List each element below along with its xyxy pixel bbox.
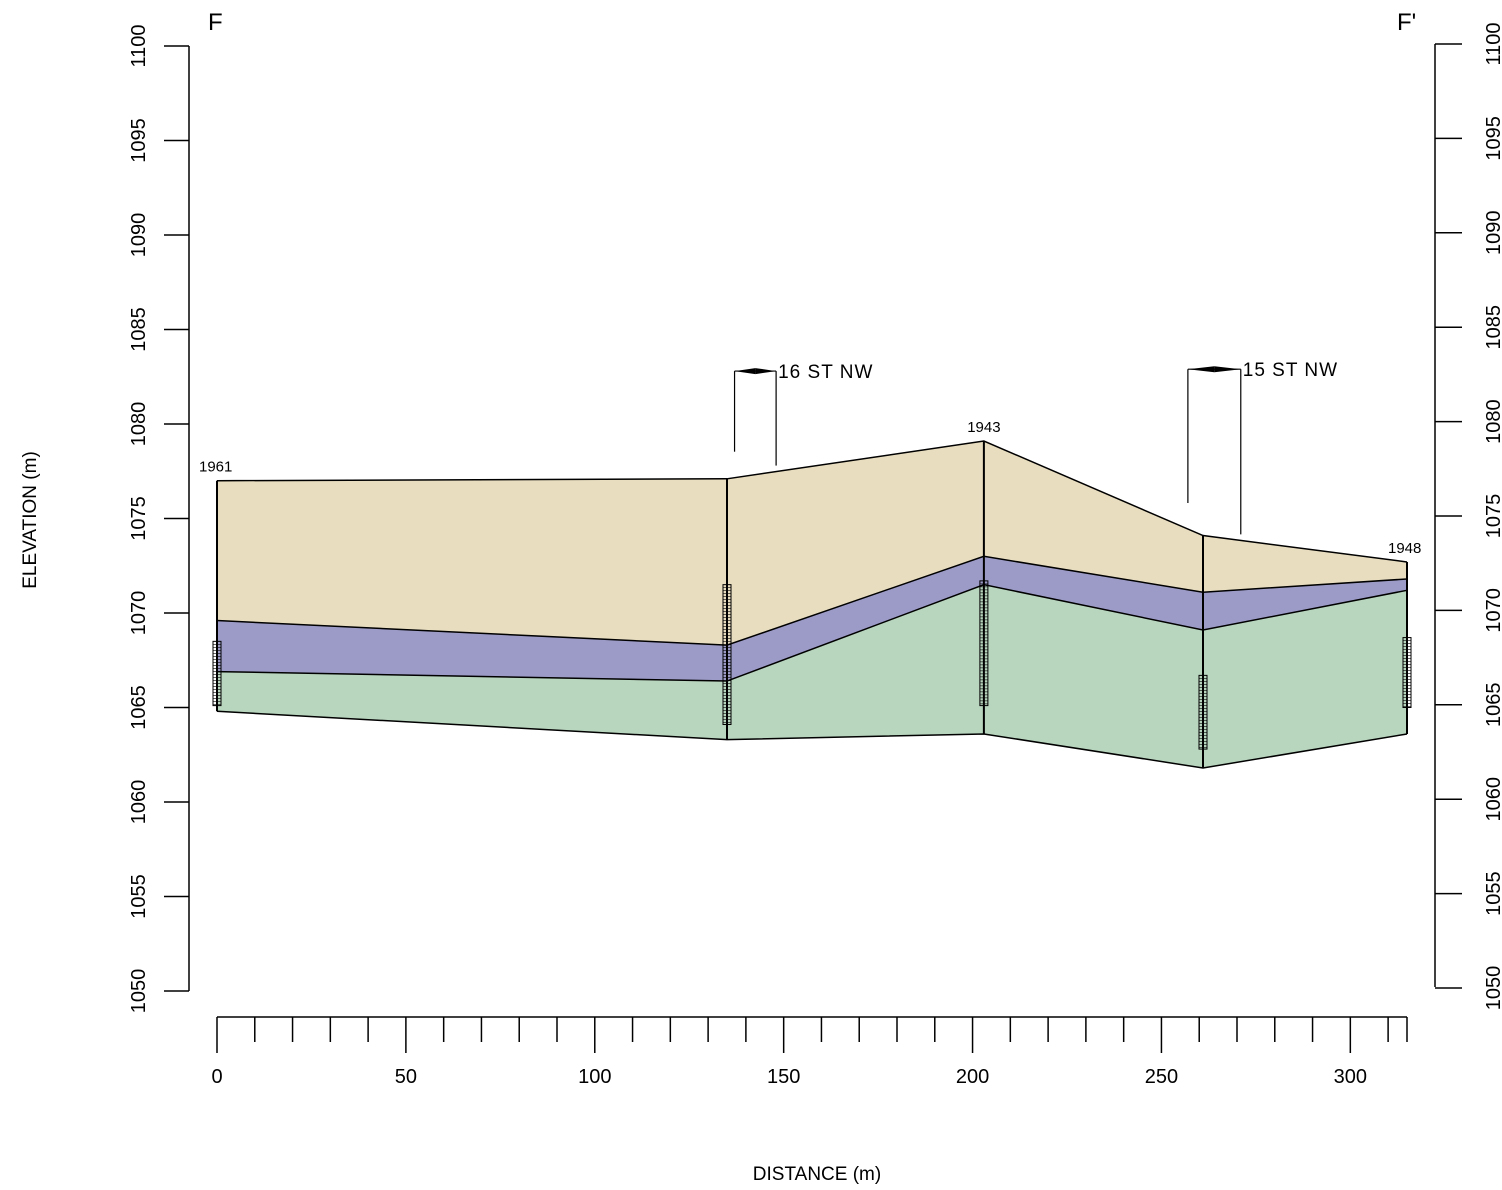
right-axis-tick-label: 1080 xyxy=(1483,399,1502,444)
x-axis-tick-label: 100 xyxy=(578,1066,611,1088)
well-id-label: 1943 xyxy=(967,419,1000,436)
street-label: 16 ST NW xyxy=(778,362,873,383)
x-axis-tick-label: 0 xyxy=(211,1066,222,1088)
x-axis-tick-label: 200 xyxy=(956,1066,989,1088)
x-axis-tick-label: 50 xyxy=(395,1066,417,1088)
left-elevation-axis: 1050 1055 1060 1065 1070 1075 1080 1085 1090 1095… xyxy=(128,24,190,1014)
arrow-head-left-icon xyxy=(734,368,756,375)
arrow-head-right-icon xyxy=(1214,366,1241,373)
well-screen xyxy=(1198,674,1208,750)
left-axis-tick-label: 1085 xyxy=(128,307,150,352)
right-axis-tick-label: 1060 xyxy=(1483,777,1502,822)
left-axis-tick-label: 1100 xyxy=(128,24,150,67)
left-axis-tick-label: 1055 xyxy=(128,874,150,919)
well-screen xyxy=(979,580,989,707)
well-id-label: 1948 xyxy=(1388,540,1421,557)
left-axis-tick-label: 1075 xyxy=(128,496,150,541)
right-axis-tick-label: 1070 xyxy=(1483,588,1502,633)
arrow-head-left-icon xyxy=(1187,366,1215,373)
right-axis-tick-label: 1090 xyxy=(1483,211,1502,256)
right-axis-tick-label: 1085 xyxy=(1483,305,1502,350)
left-axis-tick-label: 1090 xyxy=(128,213,150,258)
middle-layer-area xyxy=(217,556,1407,682)
right-axis-tick-label: 1095 xyxy=(1483,116,1502,161)
section-start-label: F xyxy=(208,9,223,36)
left-axis-tick-label: 1060 xyxy=(128,780,150,825)
x-axis-tick-label: 250 xyxy=(1145,1066,1178,1088)
right-elevation-axis: 1050 1055 1060 1065 1070 1075 1080 1085 1090 1095… xyxy=(1434,22,1502,1011)
distance-axis: 0 50 100 150 200 250 300 xyxy=(211,1016,1408,1088)
lower-layer-area xyxy=(217,584,1407,768)
x-axis-tick-label: 300 xyxy=(1334,1066,1367,1088)
left-axis-tick-label: 1080 xyxy=(128,402,150,447)
right-axis-tick-label: 1065 xyxy=(1483,683,1502,728)
section-end-label: F' xyxy=(1397,9,1416,36)
well-screen xyxy=(1402,637,1412,709)
arrow-head-right-icon xyxy=(755,368,777,375)
well-screen xyxy=(212,640,222,707)
street-label: 15 ST NW xyxy=(1243,360,1338,381)
left-axis-tick-label: 1070 xyxy=(128,591,150,636)
well-id-label: 1961 xyxy=(199,459,232,476)
left-axis-tick-label: 1095 xyxy=(128,118,150,163)
upper-layer-area xyxy=(217,441,1407,646)
right-axis-tick-label: 1100 xyxy=(1483,22,1502,65)
well-screen xyxy=(722,584,732,726)
wells: 1961 1943 1948 xyxy=(199,419,1421,768)
right-axis-tick-label: 1075 xyxy=(1483,494,1502,539)
street-markers: 16 ST NW 15 ST NW xyxy=(733,360,1338,535)
left-axis-tick-label: 1050 xyxy=(128,969,150,1014)
y-axis-title: ELEVATION (m) xyxy=(20,451,41,589)
x-axis-tick-label: 150 xyxy=(767,1066,800,1088)
stratigraphy-layers xyxy=(216,440,1408,769)
left-axis-tick-label: 1065 xyxy=(128,685,150,730)
x-axis-title: DISTANCE (m) xyxy=(753,1164,881,1185)
right-axis-tick-label: 1050 xyxy=(1483,966,1502,1011)
right-axis-tick-label: 1055 xyxy=(1483,871,1502,916)
